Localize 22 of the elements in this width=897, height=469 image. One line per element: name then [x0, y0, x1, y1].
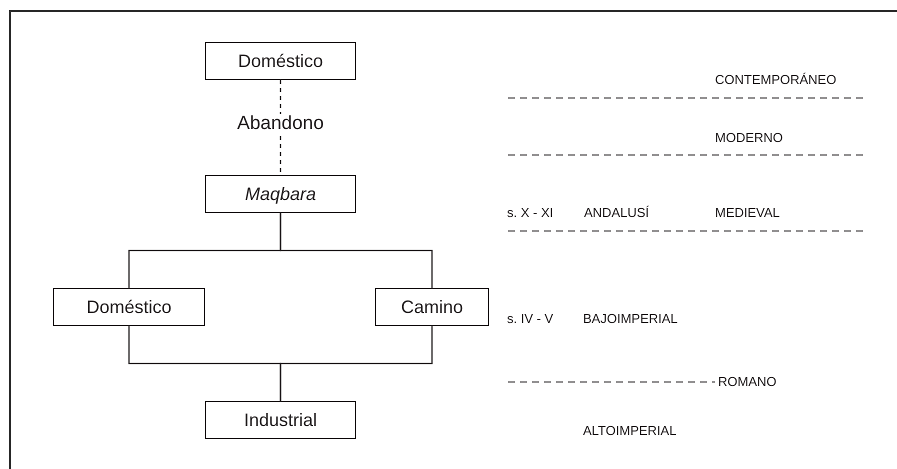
process-box: [205, 175, 356, 213]
period-label: ROMANO: [718, 375, 776, 388]
period-label: MODERNO: [715, 131, 783, 144]
node-label: Maqbara: [244, 185, 316, 203]
node-label: Doméstico: [86, 298, 172, 316]
period-label: ALTOIMPERIAL: [583, 424, 676, 437]
process-box: [53, 288, 205, 326]
connector-line: [280, 213, 433, 288]
period-label: CONTEMPORÁNEO: [715, 73, 836, 86]
process-box: [205, 401, 356, 439]
period-label: MEDIEVAL: [715, 206, 780, 219]
node-label: Camino: [400, 298, 464, 316]
period-label: s. X - XI: [507, 206, 554, 219]
node-label: Doméstico: [238, 52, 324, 70]
node-label: Industrial: [244, 411, 318, 429]
connector-line: [280, 326, 433, 401]
process-box: [375, 288, 489, 326]
period-label: ANDALUSÍ: [584, 206, 650, 219]
edge-label: Abandono: [235, 114, 326, 132]
process-box: [205, 42, 356, 80]
period-label: BAJOIMPERIAL: [583, 312, 678, 325]
period-label: s. IV - V: [507, 312, 554, 325]
